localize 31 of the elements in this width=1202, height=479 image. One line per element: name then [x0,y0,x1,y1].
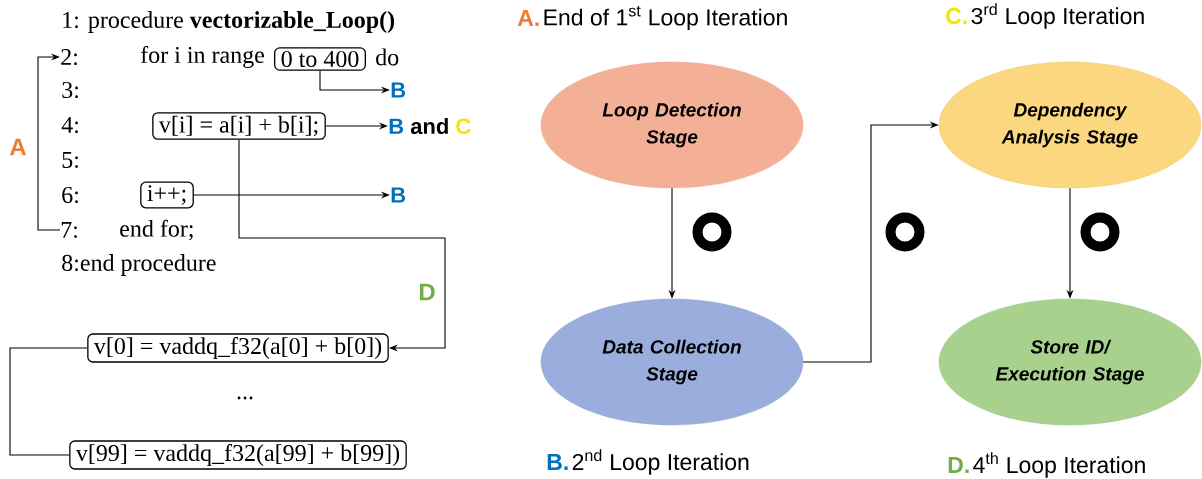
edge-label: D [419,283,435,301]
iteration-letter: A. [517,10,539,26]
code-box: v[0] = vaddq_f32(a[0] + b[0]) [87,333,389,363]
line-number: 7: [61,221,77,239]
iteration-caption: 2$^{nd}$ Loop Iteration [572,449,749,475]
line-number: 4: [61,116,78,134]
iteration-letter: C. [946,7,967,25]
arrow [37,53,61,231]
iteration-letter: B. [547,454,568,470]
code-box: i++; [140,181,194,209]
iteration-caption: End of 1$^{st}$ Loop Iteration [544,5,787,31]
iteration-caption: 3$^{rd}$ Loop Iteration [971,3,1144,29]
code-box: 0 to 400 [274,47,366,71]
line-number: 6: [62,186,78,204]
ellipsis: ... [237,396,253,400]
line-number: 3: [62,81,78,99]
line-number: 5: [62,151,78,169]
code-line: do [376,48,399,66]
code-line: 8:end procedure [62,254,216,276]
code-box: v[99] = vaddq_f32(a[99] + b[99]) [69,440,407,470]
iteration-tag: B and C [389,117,471,135]
iteration-tag: B [391,82,406,98]
iteration-letter: D. [948,457,969,473]
iteration-caption: 4$^{th}$ Loop Iteration [973,452,1145,478]
line-number: 2: [61,48,77,66]
edge-label: A [9,138,27,156]
code-box: v[i] = a[i] + b[i]; [152,112,326,140]
iteration-tag: B [391,187,406,203]
code-line: 1: procedure vectorizable_Loop() [63,11,395,33]
arrow [238,139,446,352]
code-line: for i in range [140,45,264,69]
